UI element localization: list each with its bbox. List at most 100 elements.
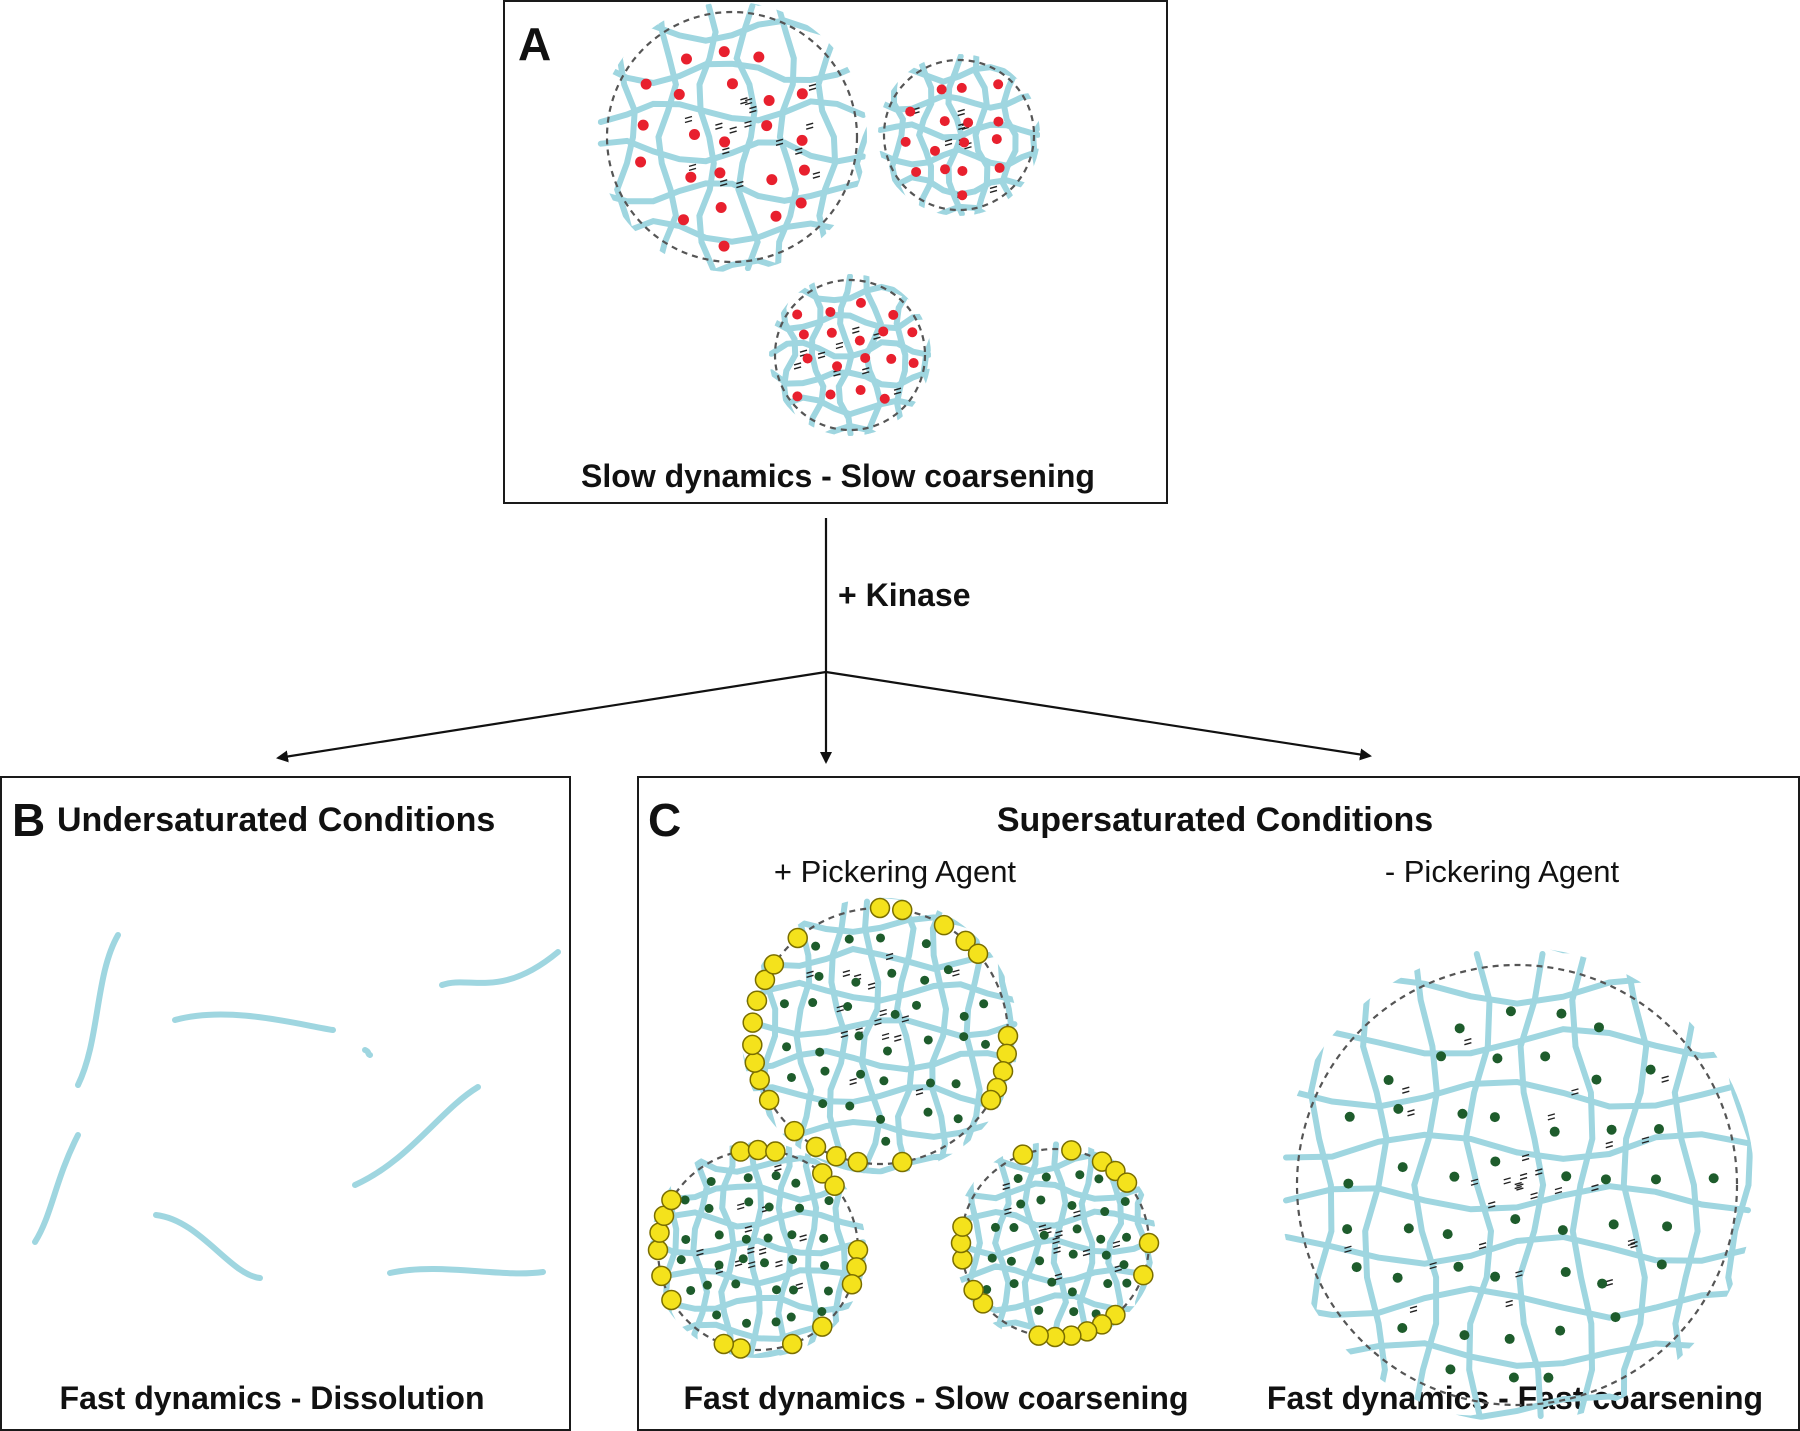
charge-tick [722,147,730,151]
charge-tick [1464,1041,1472,1046]
crosslink-node [1540,1051,1551,1062]
pickering-particle [846,1257,867,1278]
charge-tick [1627,1242,1636,1247]
charge-tick [1038,1228,1047,1232]
arrow-to-panel-c-right [825,670,1372,761]
pickering-particle [747,1139,769,1161]
crosslink-node [876,933,886,943]
crosslink-node [876,1114,886,1124]
crosslink-node [855,297,866,308]
charge-tick [740,97,748,101]
dissolved-strand [172,1011,336,1033]
crosslink-node [890,1009,900,1019]
pickering-particle [661,1189,682,1211]
crosslink-node [1543,1372,1554,1383]
crosslink-node [1068,1249,1078,1259]
pickering-particle [980,1089,1002,1111]
pickering-particle [754,969,776,991]
crosslink-node [706,1176,716,1186]
network-strand [650,1237,866,1257]
crosslink-node [925,1078,935,1088]
droplet-boundary [605,10,859,264]
charge-tick [793,362,802,366]
network-strand [597,217,867,245]
crosslink-node [1009,1279,1019,1289]
crosslink-node [845,1101,855,1111]
crosslink-node [1597,1278,1608,1289]
crosslink-node [677,214,689,226]
crosslink-node [908,358,919,369]
crosslink-node [921,939,931,949]
crosslink-node [1557,1225,1568,1236]
crosslink-node [763,1233,773,1243]
crosslink-node [959,1011,969,1021]
charge-tick [1054,1273,1063,1277]
charge-tick [1478,1242,1487,1246]
crosslink-node [761,120,773,132]
charge-tick [1627,1238,1636,1243]
charge-tick [915,1092,924,1096]
charge-tick [1503,1181,1511,1185]
crosslink-node [820,1260,830,1270]
network-strand [1283,1131,1751,1162]
pickering-particle [651,1265,672,1287]
charge-tick [736,180,744,185]
pickering-particle [744,1052,766,1073]
pickering-particle [933,914,955,936]
charge-tick [835,345,844,350]
crosslink-node [681,1234,691,1244]
charge-tick [835,341,844,346]
crosslink-node [819,1233,829,1243]
charge-tick [862,371,870,375]
pickering-particle [649,1222,670,1243]
free-strands [32,932,561,1281]
charge-tick [758,1247,767,1252]
crosslink-node [886,353,897,364]
network-strand [718,1142,738,1358]
crosslink-node [843,1001,853,1011]
network-strand [1569,951,1596,1419]
charge-tick [1530,1196,1538,1200]
charge-tick [806,122,814,126]
charge-tick [1073,1214,1081,1218]
charge-tick [806,126,814,130]
crosslink-node [1650,1174,1661,1185]
network-strand [1671,951,1701,1419]
crosslink-node [743,1173,753,1183]
crosslink-node [1103,1279,1113,1289]
pickering-particle [1116,1172,1138,1193]
pickering-particle [763,954,785,975]
pickering-particle [869,897,891,919]
charge-tick [1641,1140,1650,1144]
charge-tick [1402,1086,1410,1090]
crosslink-node [741,1234,751,1244]
charge-tick [1478,1246,1487,1250]
panel-b-title: Undersaturated Conditions [57,801,495,839]
crosslink-node [929,145,940,156]
charge-tick [894,1038,902,1042]
crosslink-node [1013,1173,1023,1183]
charge-tick [842,969,851,974]
dissolved-strand [362,1047,373,1058]
charge-tick [1082,1252,1091,1257]
crosslink-node [744,1197,754,1207]
charge-tick [1082,1248,1091,1253]
crosslink-node [771,1317,781,1327]
charge-tick [737,1206,745,1211]
charge-tick [1053,1246,1061,1250]
charge-tick [775,142,784,146]
crosslink-node [936,84,947,95]
charge-tick [957,112,965,117]
crosslink-node [685,171,697,183]
crosslink-node [715,202,727,214]
charge-tick [720,179,728,183]
charge-tick [840,1034,849,1038]
crosslink-node [719,136,731,148]
charge-tick [1641,1136,1650,1140]
charge-tick [1503,1177,1511,1181]
crosslink-node [798,164,810,176]
crosslink-node [940,164,951,175]
crosslink-node [1453,1261,1464,1272]
charge-tick [1407,1109,1415,1113]
